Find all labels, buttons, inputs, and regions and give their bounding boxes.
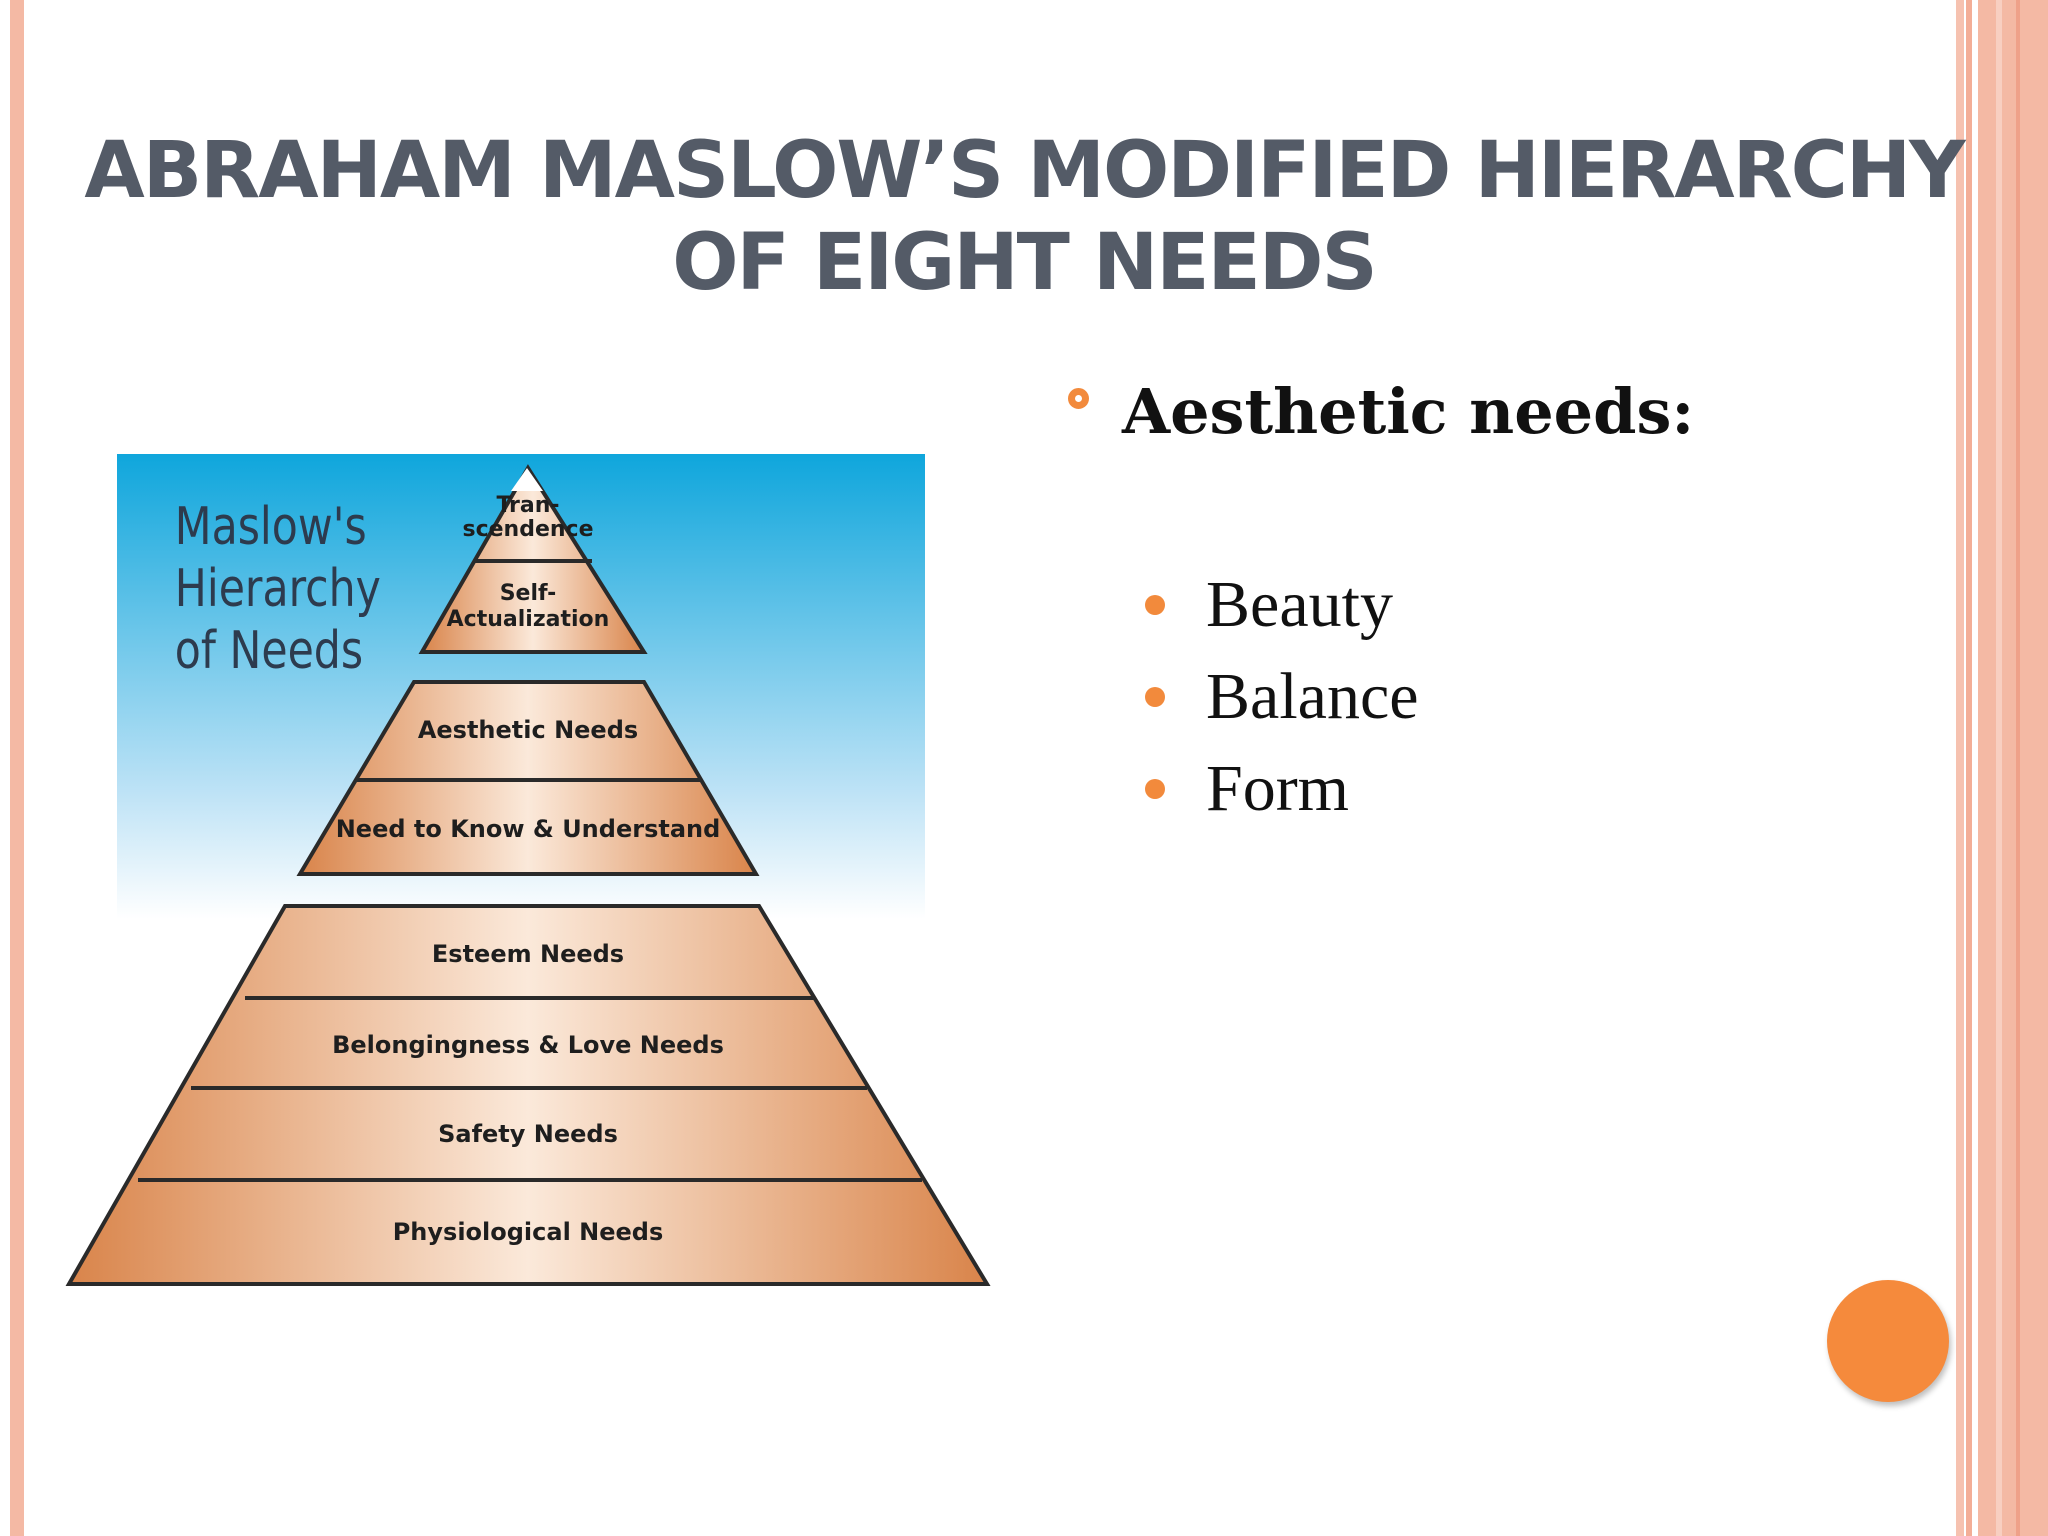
pyramid-peak [511, 468, 543, 491]
bullet-dot-icon [1145, 595, 1165, 615]
hollow-circle-bullet-icon [1068, 388, 1089, 409]
bullet-dot-icon [1145, 687, 1165, 707]
level-label-aesthetic: Aesthetic Needs [418, 716, 638, 744]
caption-line: of Needs [175, 621, 363, 681]
level-label-esteem: Esteem Needs [432, 940, 624, 968]
section-heading: Aesthetic needs: [1122, 375, 1695, 448]
level-label-transcendence: scendence [462, 517, 593, 542]
bullet-text: Form [1206, 752, 1350, 825]
decorative-orange-circle [1827, 1280, 1949, 1402]
maslow-pyramid-figure: Maslow's Hierarchy of Needs Tran- scende… [65, 454, 991, 1286]
caption-line: Maslow's [175, 497, 367, 557]
level-label-belongingness: Belongingness & Love Needs [332, 1031, 724, 1059]
level-label-transcendence: Tran- [496, 493, 559, 518]
right-decorative-stripes [1956, 0, 2048, 1536]
pyramid-bottom-tier [65, 904, 991, 1286]
figure-caption: Maslow's Hierarchy of Needs [175, 497, 381, 681]
level-label-know-understand: Need to Know & Understand [336, 815, 721, 843]
bullet-dot-icon [1145, 779, 1165, 799]
level-label-self-actualization: Self- [500, 581, 557, 606]
bullet-text: Beauty [1206, 568, 1393, 641]
level-label-safety: Safety Needs [438, 1120, 618, 1148]
bullet-text: Balance [1206, 660, 1419, 733]
left-decorative-stripe [10, 0, 24, 1536]
level-label-physiological: Physiological Needs [393, 1218, 664, 1246]
caption-line: Hierarchy [175, 559, 381, 619]
level-label-self-actualization: Actualization [447, 607, 610, 632]
slide-title: ABRAHAM MASLOW’S MODIFIED HIERARCHY OF E… [84, 126, 1965, 308]
